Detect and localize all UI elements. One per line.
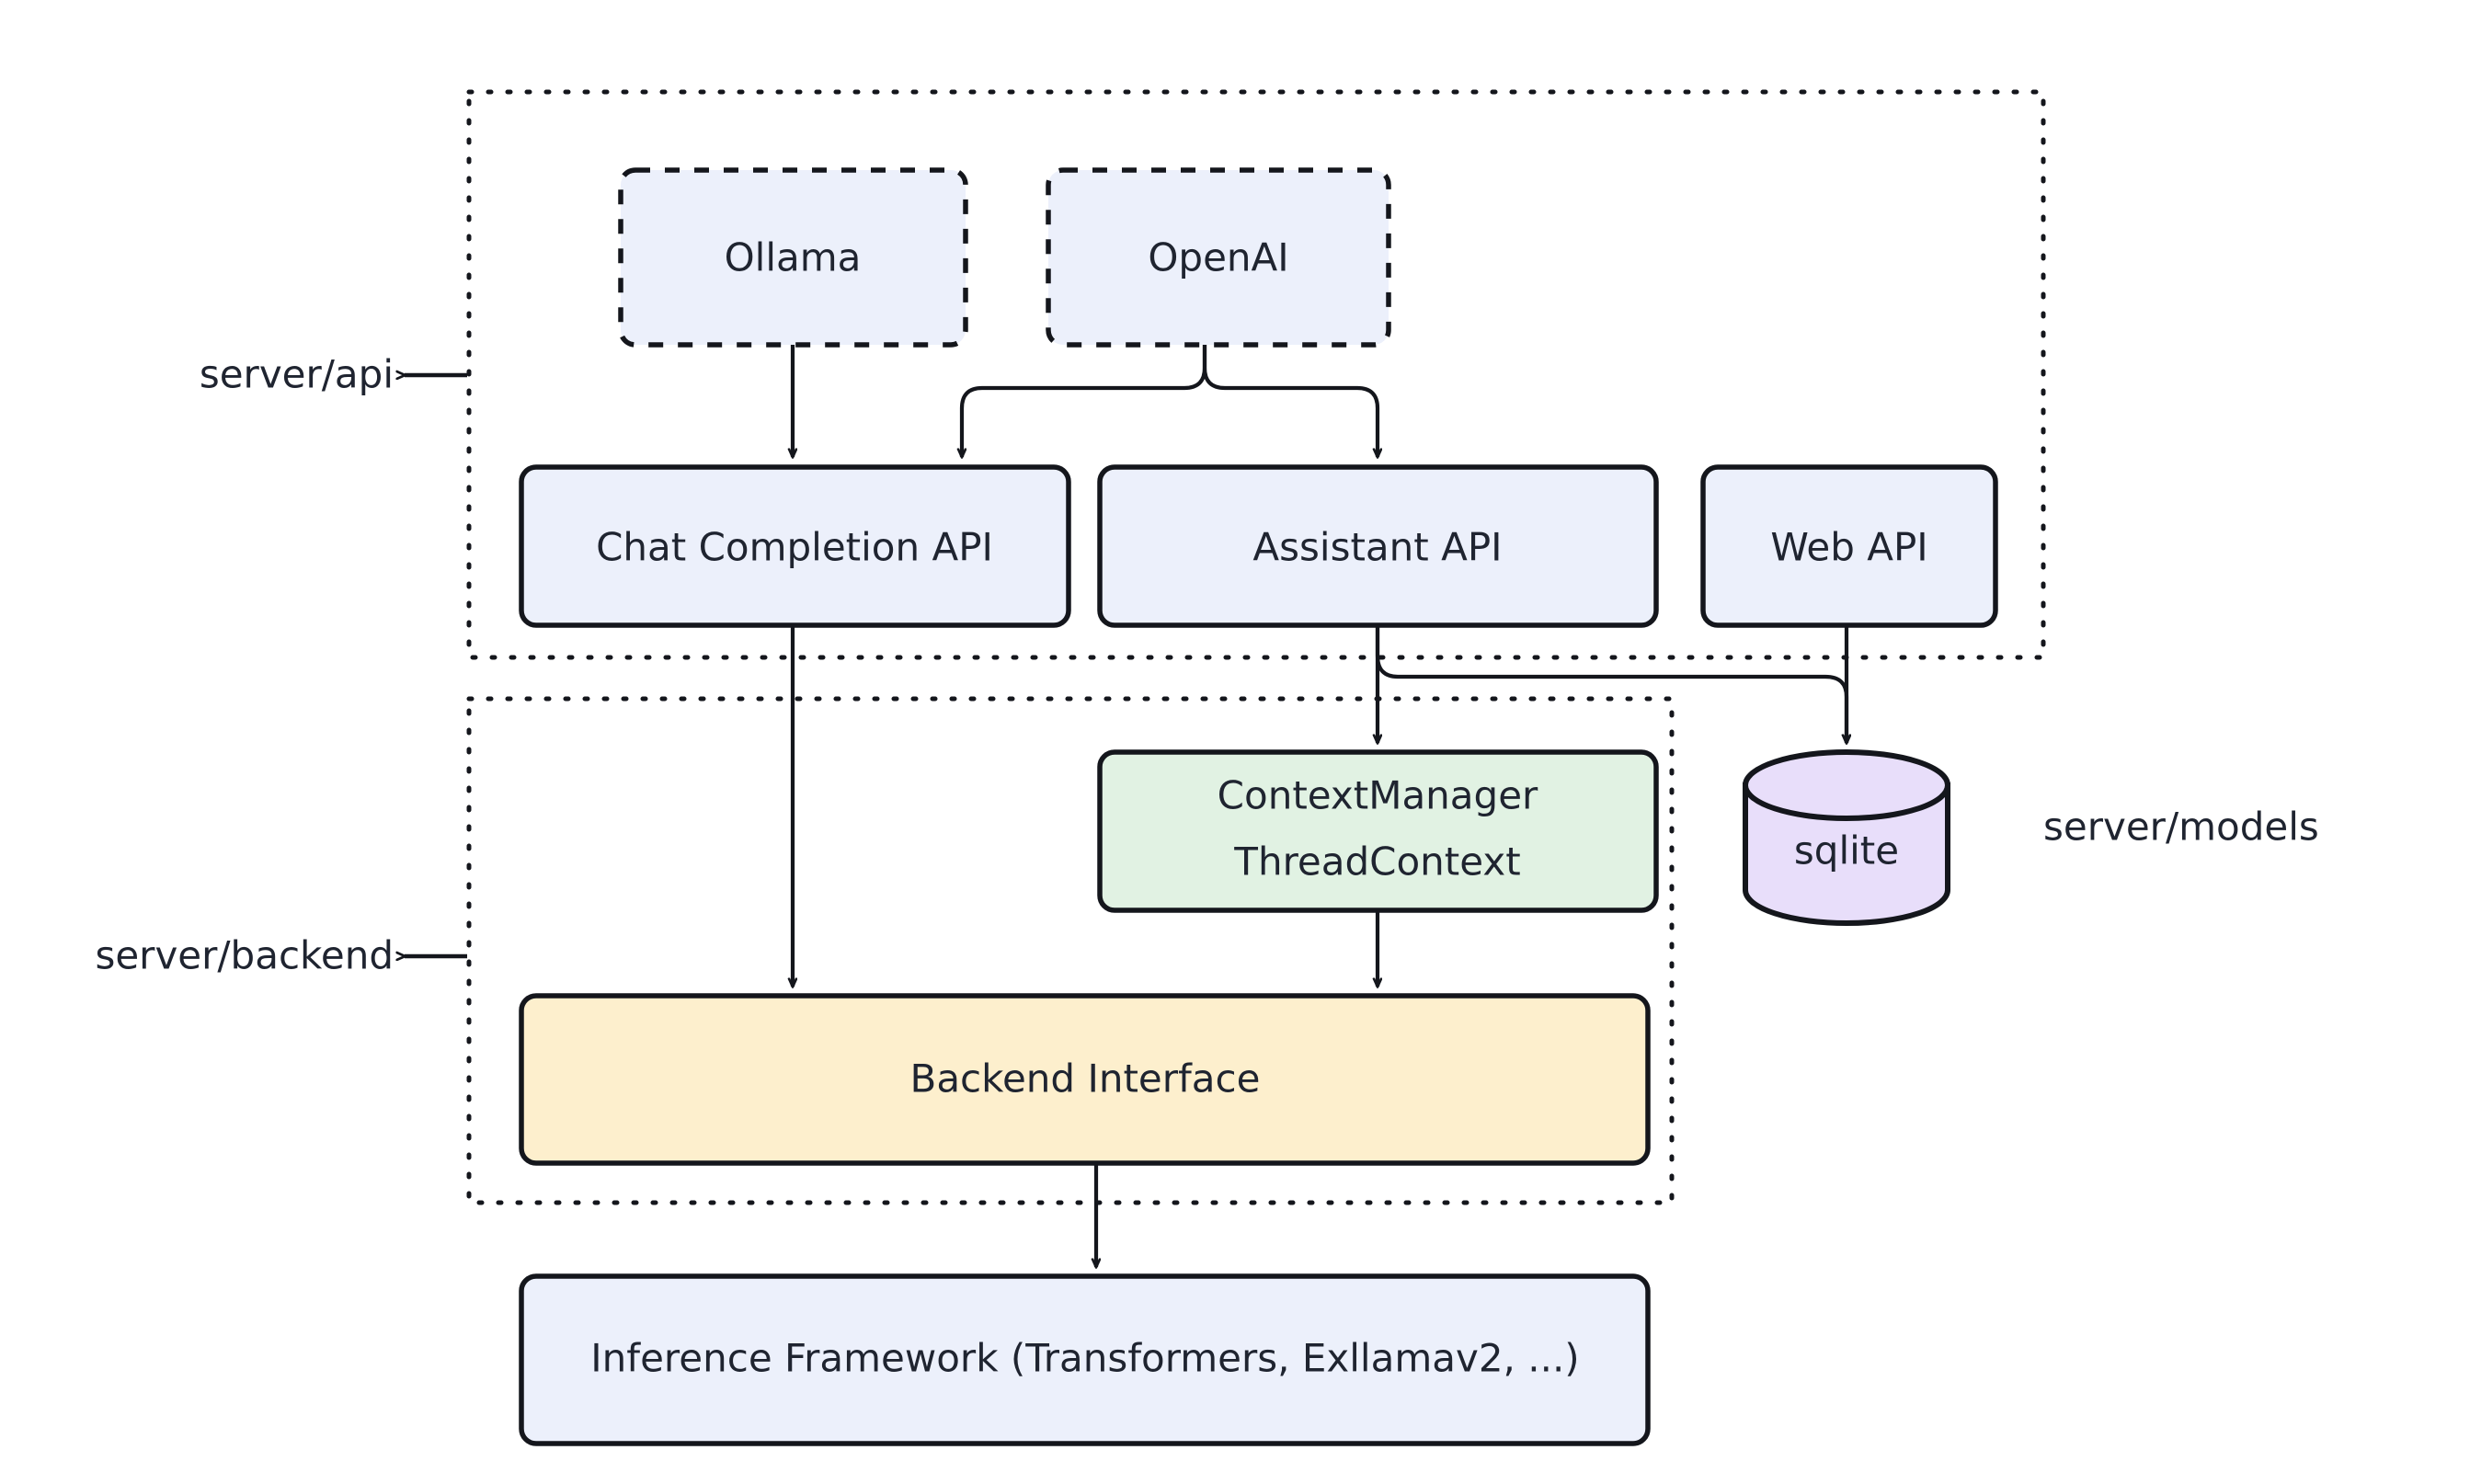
node-backend-interface-label: Backend Interface — [910, 1056, 1261, 1102]
edge-openai-to-chat-completion-api — [962, 344, 1207, 457]
node-backend-interface[interactable]: Backend Interface — [519, 993, 1651, 1166]
node-context-manager-label-line2: ThreadContext — [1233, 839, 1520, 885]
node-openai[interactable]: OpenAI — [1046, 167, 1391, 348]
group-label-server-backend: server/backend — [95, 933, 394, 978]
group-pointer-arrows — [405, 375, 467, 956]
node-inference-framework[interactable]: Inference Framework (Transformers, Exlla… — [519, 1273, 1651, 1446]
node-openai-label: OpenAI — [1148, 235, 1288, 280]
node-sqlite[interactable]: sqlite — [1743, 749, 1950, 926]
node-chat-completion-api-label: Chat Completion API — [596, 525, 993, 570]
group-label-server-api: server/api — [200, 352, 394, 397]
node-web-api[interactable]: Web API — [1700, 464, 1998, 628]
node-assistant-api-label: Assistant API — [1252, 525, 1502, 570]
node-chat-completion-api[interactable]: Chat Completion API — [519, 464, 1071, 628]
group-label-server-models: server/models — [2043, 805, 2319, 850]
group-container-backend — [466, 696, 1675, 1205]
node-ollama[interactable]: Ollama — [618, 167, 968, 348]
node-inference-framework-label: Inference Framework (Transformers, Exlla… — [590, 1336, 1579, 1381]
node-web-api-label: Web API — [1770, 525, 1927, 570]
node-ollama-label: Ollama — [725, 235, 862, 280]
node-sqlite-label: sqlite — [1794, 828, 1899, 873]
edges-layer — [793, 344, 1847, 1267]
edge-openai-to-assistant-api — [1202, 344, 1378, 457]
node-context-manager-label-line1: ContextManager — [1218, 773, 1538, 818]
node-context-manager[interactable]: ContextManager ThreadContext — [1097, 749, 1659, 913]
group-container-api — [466, 89, 2046, 660]
edge-assistant-api-to-sqlite — [1375, 623, 1847, 743]
node-assistant-api[interactable]: Assistant API — [1097, 464, 1659, 628]
